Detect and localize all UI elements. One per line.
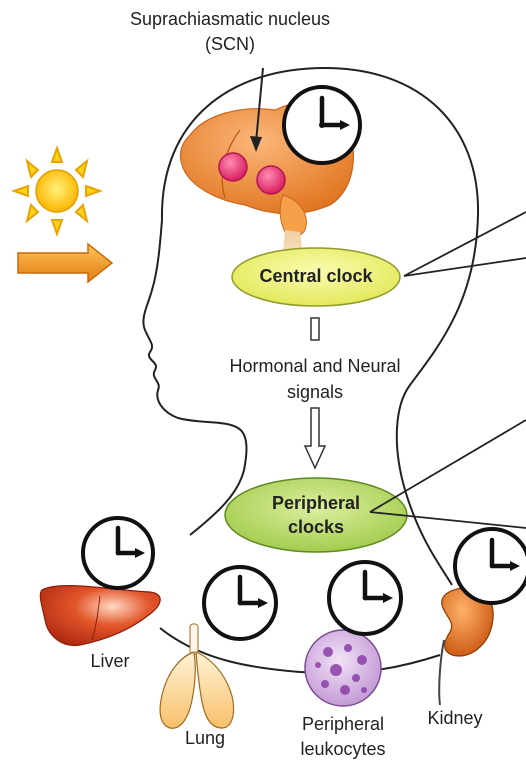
signal-arrow-bottom — [305, 408, 325, 468]
clock-icon-leukocytes — [329, 562, 401, 634]
signals-label-line1: Hormonal and Neural — [170, 355, 460, 378]
clock-icon-liver — [83, 518, 153, 588]
light-arrow-icon — [18, 244, 112, 282]
liver-illustration — [40, 586, 160, 646]
signal-arrow-top — [311, 318, 319, 340]
central-clock-label: Central clock — [236, 265, 396, 288]
liver-label: Liver — [60, 650, 160, 673]
clock-icon-lung — [204, 567, 276, 639]
scn-label-line1: Suprachiasmatic nucleus — [100, 8, 360, 31]
peripheral-clocks-label-line2: clocks — [236, 516, 396, 539]
sun-icon — [14, 148, 100, 234]
leukocytes-label-line1: Peripheral — [268, 713, 418, 736]
scn-nucleus-left — [219, 153, 247, 181]
signals-label-line2: signals — [170, 381, 460, 404]
lung-label: Lung — [155, 727, 255, 750]
scn-nucleus-right — [257, 166, 285, 194]
kidney-label: Kidney — [405, 707, 505, 730]
leukocytes-label-line2: leukocytes — [268, 738, 418, 761]
clock-icon-kidney — [455, 529, 526, 603]
peripheral-clocks-ellipse — [225, 478, 407, 552]
clock-icon-scn — [284, 87, 360, 163]
peripheral-clocks-label-line1: Peripheral — [236, 492, 396, 515]
leukocyte-illustration — [305, 630, 381, 706]
connector-lines-central — [404, 212, 526, 276]
scn-label-line2: (SCN) — [100, 33, 360, 56]
lung-illustration — [160, 624, 233, 728]
